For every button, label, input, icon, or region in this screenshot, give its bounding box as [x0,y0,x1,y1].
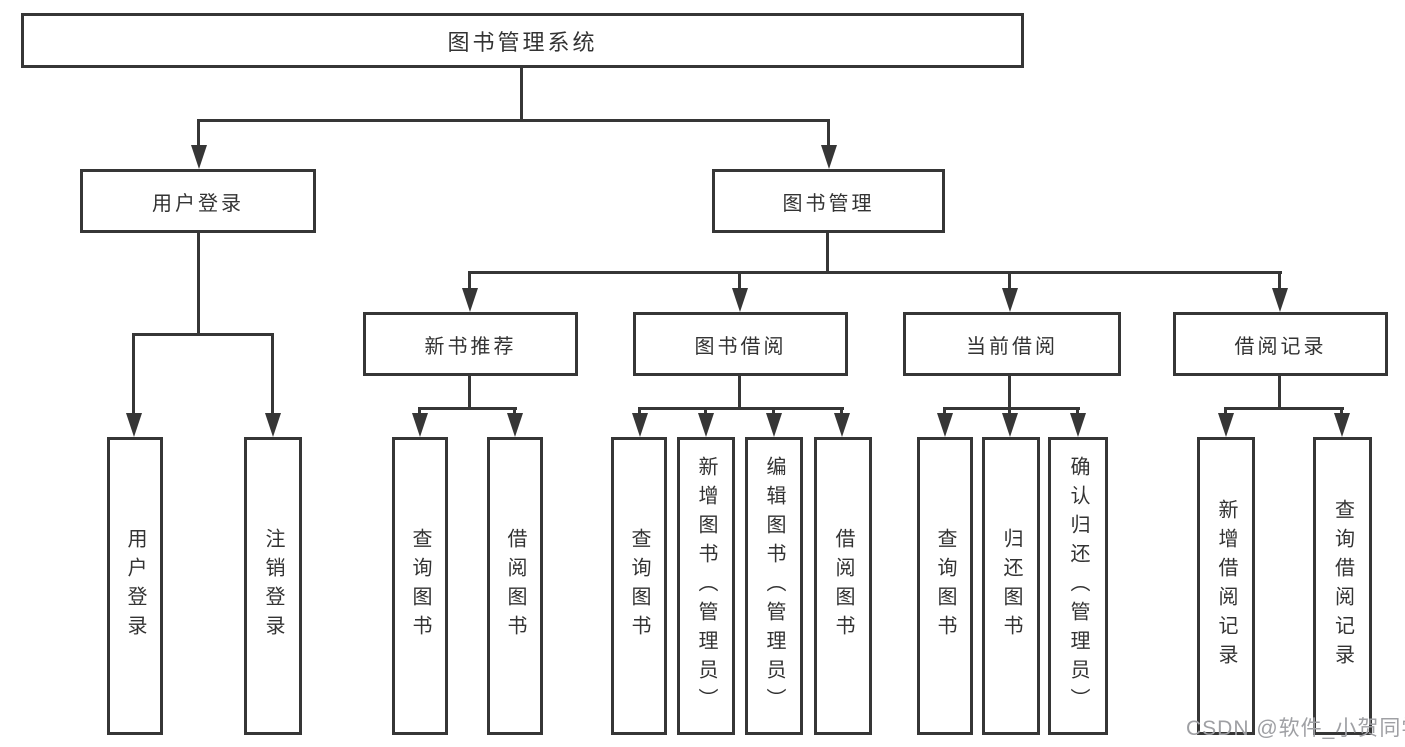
leaf-edit-books-admin: 编辑图书（管理员） [745,437,803,735]
arrowhead-icon [732,288,748,312]
arrowhead-icon [937,413,953,437]
leaf-add-borrow-record-label: 新增借阅记录 [1215,499,1237,673]
leaf-user-login: 用户登录 [107,437,163,735]
leaf-query-books-borrowing: 查询图书 [611,437,667,735]
connector-line [1340,407,1343,415]
arrowhead-icon [462,288,478,312]
arrowhead-icon [632,413,648,437]
connector-line [468,376,471,407]
leaf-borrow-books-borrowing-label: 借阅图书 [832,528,854,644]
leaf-query-borrow-record-label: 查询借阅记录 [1331,499,1354,673]
connector-line [827,119,830,146]
connector-line [943,407,1080,410]
connector-line [1008,376,1011,407]
leaf-add-books-admin-label: 新增图书（管理员） [695,455,717,717]
connector-line [772,407,775,415]
leaf-logout: 注销登录 [244,437,302,735]
connector-line [197,233,200,333]
connector-line [638,407,641,415]
connector-line [638,407,844,410]
leaf-return-books: 归还图书 [982,437,1040,735]
leaf-query-books-current-label: 查询图书 [934,528,956,644]
node-new-book-recommend: 新书推荐 [363,312,578,376]
connector-line [704,407,707,415]
leaf-query-books-recommend: 查询图书 [392,437,448,735]
leaf-confirm-return-admin-label: 确认归还（管理员） [1067,455,1089,717]
arrowhead-icon [766,413,782,437]
connector-line [132,333,135,414]
arrowhead-icon [1002,413,1018,437]
arrowhead-icon [834,413,850,437]
connector-line [513,407,516,415]
connector-line [418,407,517,410]
arrowhead-icon [1070,413,1086,437]
connector-line [943,407,946,415]
connector-line [738,376,741,407]
arrowhead-icon [265,413,281,437]
node-user-login: 用户登录 [80,169,316,233]
arrowhead-icon [1334,413,1350,437]
arrowhead-icon [1272,288,1288,312]
connector-line [840,407,843,415]
node-library-system: 图书管理系统 [21,13,1024,68]
leaf-borrow-books-recommend-label: 借阅图书 [504,528,526,644]
leaf-query-books-current: 查询图书 [917,437,973,735]
arrowhead-icon [126,413,142,437]
leaf-query-books-borrowing-label: 查询图书 [628,528,650,644]
leaf-return-books-label: 归还图书 [1000,528,1022,644]
connector-line [1278,271,1281,289]
connector-line [418,407,421,415]
connector-line [826,233,829,271]
arrowhead-icon [507,413,523,437]
connector-line [1224,407,1344,410]
leaf-query-books-recommend-label: 查询图书 [409,528,431,644]
node-book-borrowing: 图书借阅 [633,312,848,376]
leaf-query-borrow-record: 查询借阅记录 [1313,437,1372,735]
node-book-management: 图书管理 [712,169,945,233]
connector-line [197,119,830,122]
arrowhead-icon [412,413,428,437]
leaf-borrow-books-recommend: 借阅图书 [487,437,543,735]
arrowhead-icon [191,145,207,169]
connector-line [738,271,741,289]
connector-line [271,333,274,414]
leaf-confirm-return-admin: 确认归还（管理员） [1048,437,1108,735]
node-current-borrowing: 当前借阅 [903,312,1121,376]
connector-line [197,119,200,146]
leaf-user-login-label: 用户登录 [124,528,146,644]
leaf-add-borrow-record: 新增借阅记录 [1197,437,1255,735]
connector-line [468,271,471,289]
watermark: CSDN @软件_小贺同学 [1186,717,1405,740]
connector-line [1076,407,1079,415]
arrowhead-icon [821,145,837,169]
connector-line [1224,407,1227,415]
connector-line [132,333,274,336]
arrowhead-icon [1002,288,1018,312]
connector-line [468,271,1282,274]
leaf-edit-books-admin-label: 编辑图书（管理员） [763,455,785,717]
leaf-borrow-books-borrowing: 借阅图书 [814,437,872,735]
connector-line [1008,271,1011,289]
leaf-logout-label: 注销登录 [262,528,284,644]
arrowhead-icon [698,413,714,437]
node-borrowing-records: 借阅记录 [1173,312,1388,376]
leaf-add-books-admin: 新增图书（管理员） [677,437,735,735]
connector-line [1008,407,1011,415]
connector-line [1278,376,1281,407]
arrowhead-icon [1218,413,1234,437]
connector-line [520,68,523,119]
